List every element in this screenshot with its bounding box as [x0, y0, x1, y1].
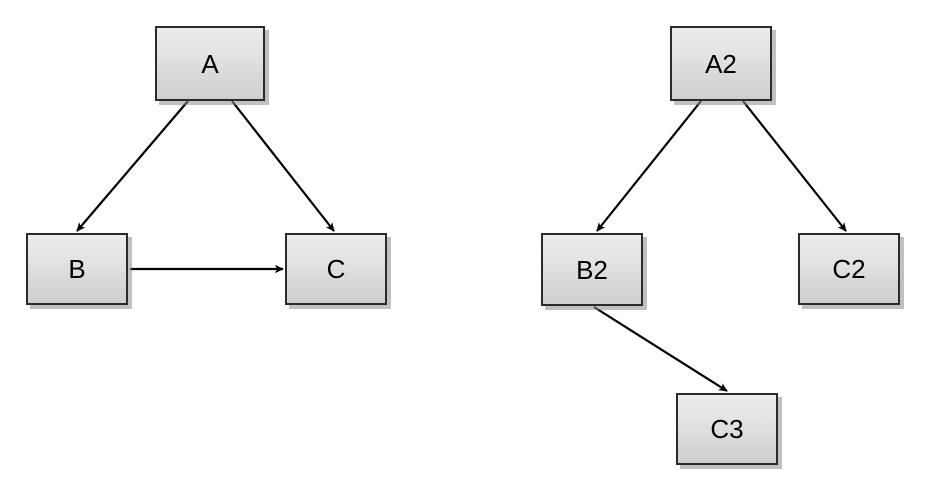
- edges-group: [76, 100, 847, 392]
- edge-a2-c2: [742, 100, 847, 232]
- node-c2[interactable]: C2: [798, 233, 900, 305]
- edge-b2-c3: [593, 306, 728, 392]
- node-label-c3: C3: [710, 414, 744, 444]
- node-label-b: B: [68, 254, 86, 284]
- node-b[interactable]: B: [26, 233, 128, 305]
- node-label-c: C: [326, 254, 346, 284]
- edge-a-b: [76, 100, 189, 232]
- node-label-a: A: [201, 48, 219, 79]
- node-label-c2: C2: [832, 254, 866, 284]
- node-c3[interactable]: C3: [676, 393, 778, 465]
- edge-a2-b2: [596, 100, 702, 232]
- node-b2[interactable]: B2: [541, 233, 643, 306]
- node-c[interactable]: C: [285, 233, 387, 305]
- node-a[interactable]: A: [155, 26, 265, 101]
- node-label-a2: A2: [705, 48, 737, 79]
- node-label-b2: B2: [576, 254, 608, 285]
- edge-a-c: [231, 100, 335, 232]
- node-a2[interactable]: A2: [670, 26, 772, 101]
